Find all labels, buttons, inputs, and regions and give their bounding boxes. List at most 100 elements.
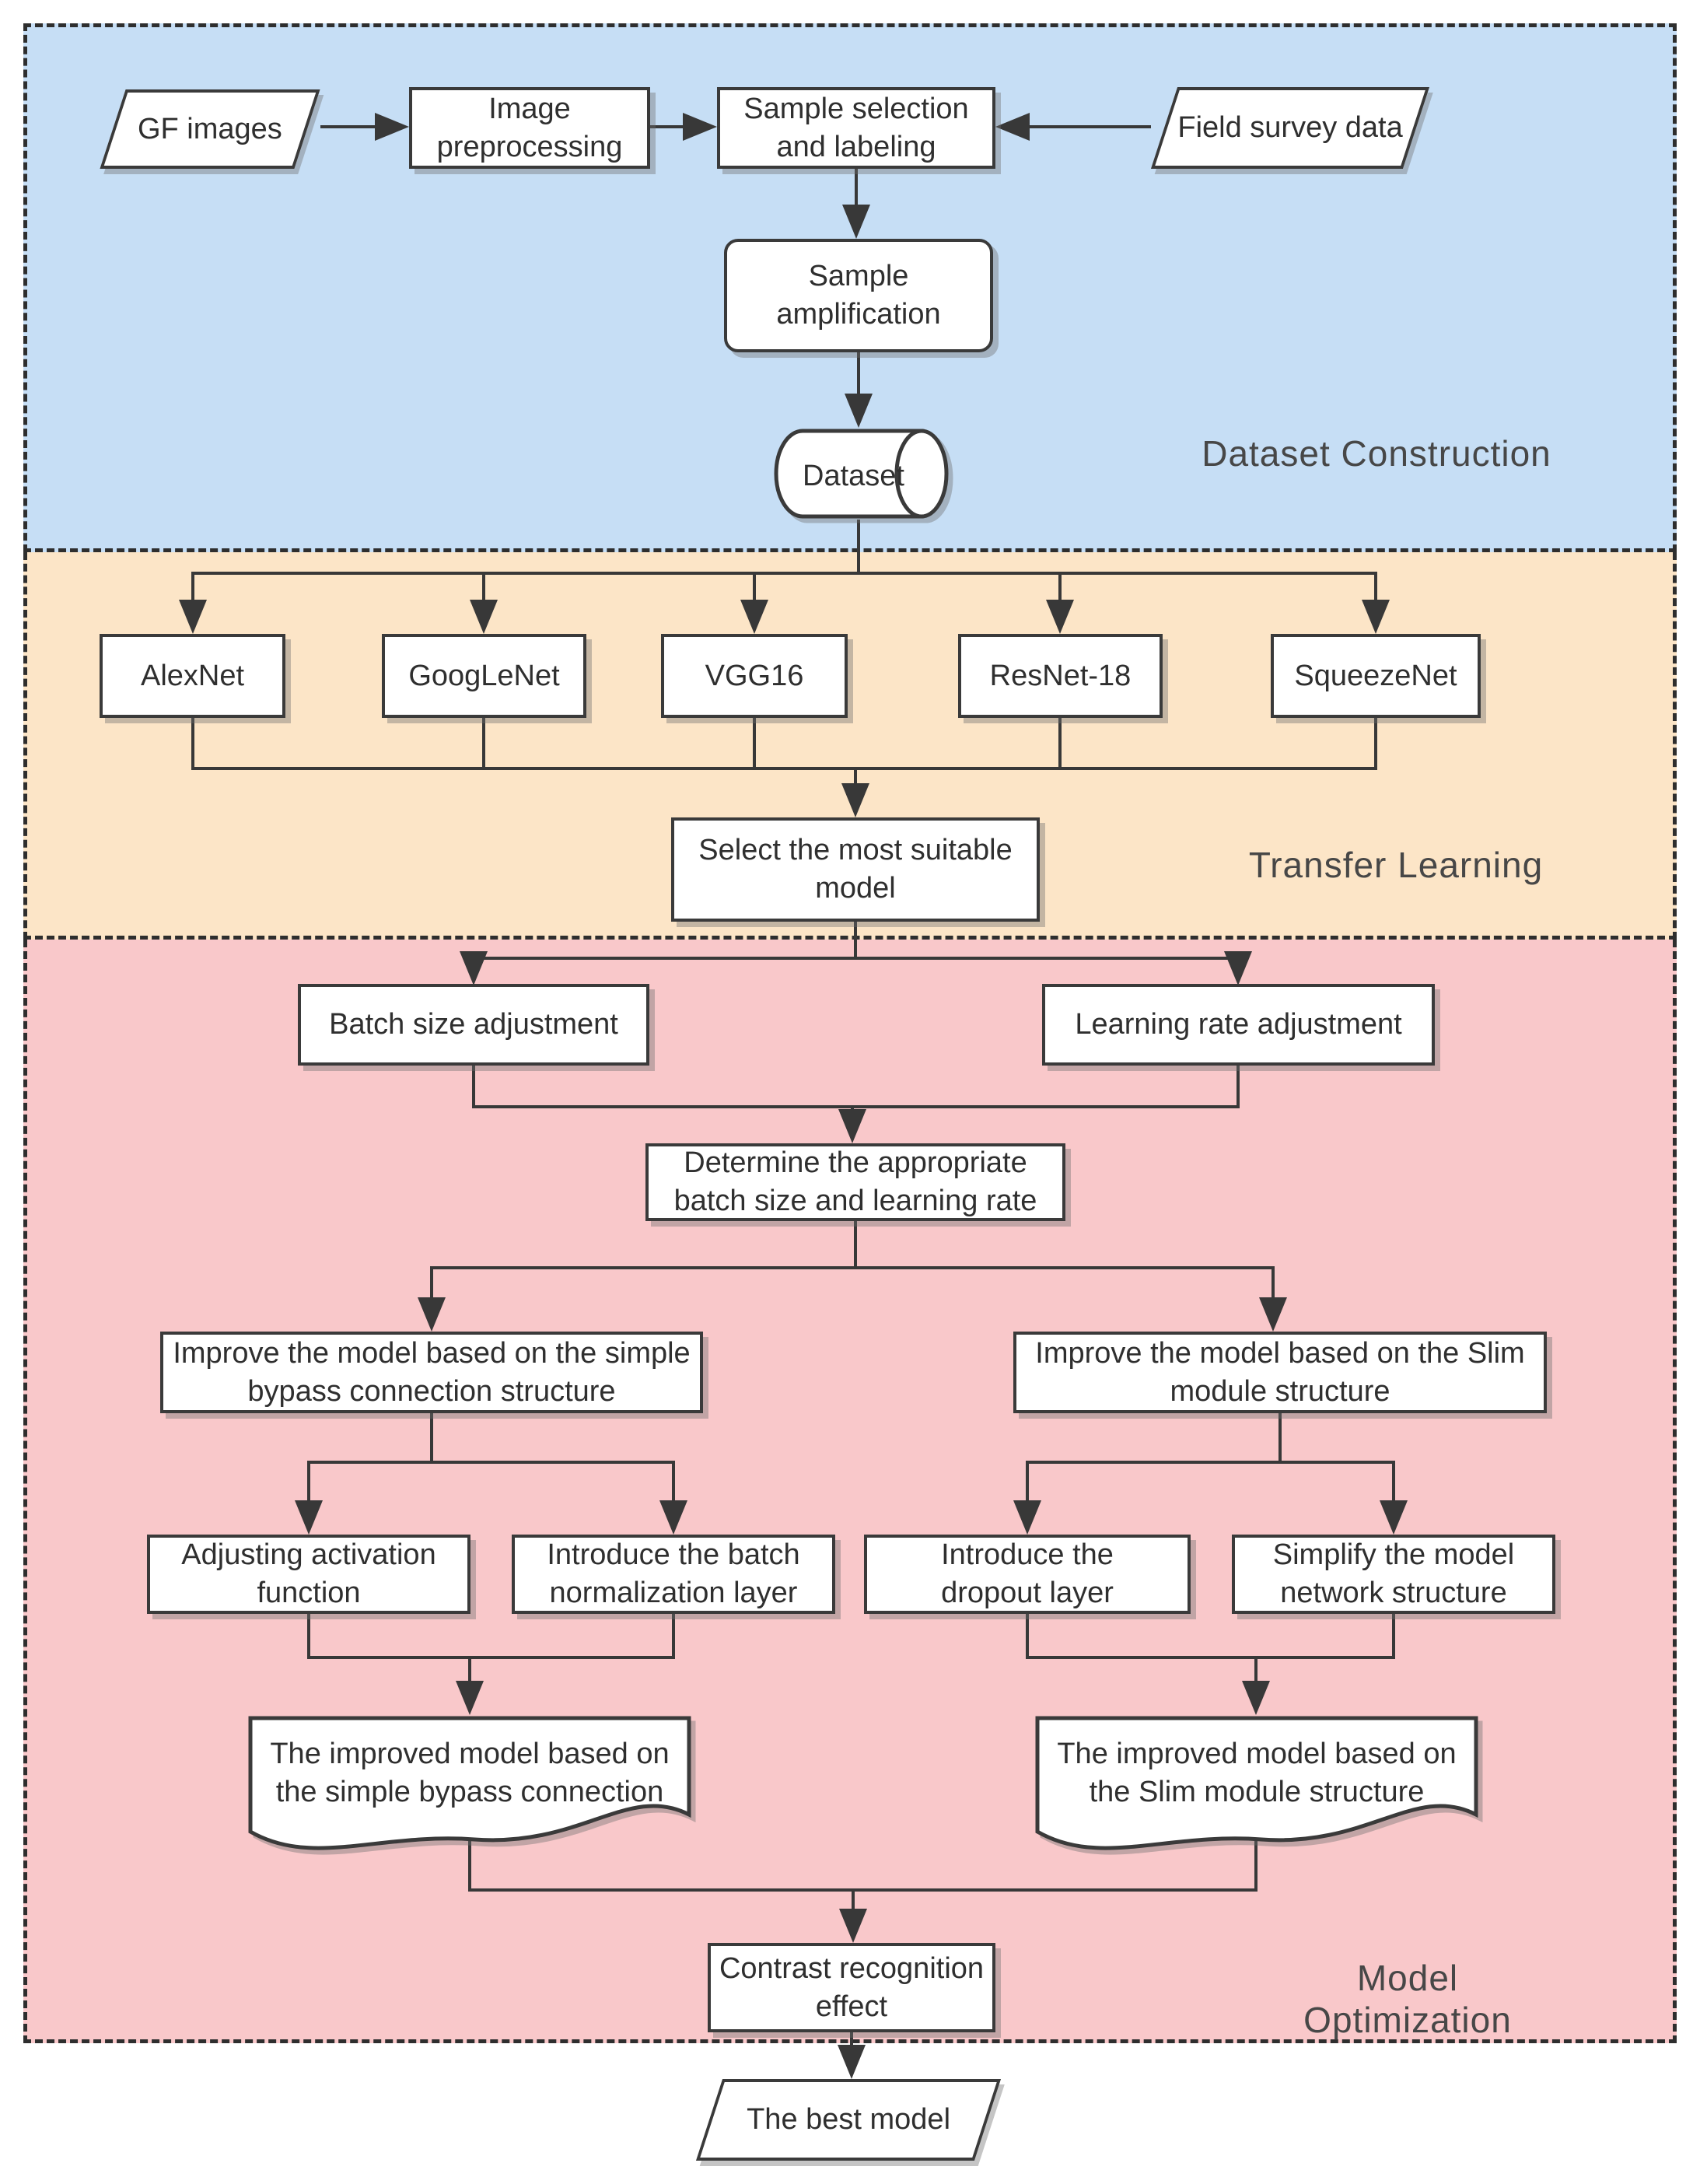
node-image-preprocessing: Image preprocessing — [409, 87, 650, 169]
arrowhead-icon — [841, 783, 869, 817]
node-select-model: Select the most suitable model — [671, 817, 1040, 922]
node-label: Improve the model based on the Slim modu… — [1035, 1336, 1525, 1408]
arrowhead-icon — [838, 2045, 866, 2079]
node-simplify-network: Simplify the model network structure — [1232, 1535, 1555, 1614]
node-label: Sample amplification — [776, 260, 941, 331]
node-label: Field survey data — [1177, 111, 1403, 145]
node-label: Contrast recognition effect — [719, 1951, 985, 2023]
arrowhead-icon — [839, 1909, 867, 1943]
section-label-dataset-construction: Dataset Construction — [1202, 433, 1551, 474]
connector — [191, 573, 194, 603]
document-shape — [248, 1716, 691, 1850]
node-label: Image preprocessing — [436, 92, 623, 163]
node-alexnet: AlexNet — [100, 634, 285, 718]
node-label: GF images — [138, 112, 282, 145]
node-dropout-layer: Introduce the dropout layer — [864, 1535, 1191, 1614]
connector — [191, 572, 1377, 575]
section-label-model-optimization: Model Optimization — [1303, 1958, 1512, 2040]
node-determine-batch-lr: Determine the appropriate batch size and… — [645, 1143, 1065, 1221]
node-label: The best model — [747, 2103, 950, 2137]
connector — [1374, 718, 1377, 770]
node-improved-slim-document: The improved model based on the Slim mod… — [1034, 1715, 1479, 1871]
node-batch-normalization: Introduce the batch normalization layer — [512, 1535, 835, 1614]
node-improved-bypass-document: The improved model based on the simple b… — [247, 1715, 692, 1871]
connector — [1058, 718, 1062, 770]
node-field-survey-data: Field survey data — [1150, 87, 1430, 169]
node-label: Adjusting activation function — [181, 1538, 436, 1609]
connector — [852, 1890, 855, 1912]
arrowhead-icon — [1259, 1297, 1287, 1332]
node-batch-size-adjustment: Batch size adjustment — [298, 984, 649, 1066]
connector — [482, 573, 485, 603]
connector — [1026, 1461, 1395, 1464]
connector — [191, 767, 1377, 770]
connector — [1026, 1614, 1029, 1659]
connector — [854, 922, 857, 960]
connector — [1392, 1614, 1395, 1659]
connector — [855, 169, 858, 208]
connector — [430, 1266, 433, 1300]
connector — [1058, 573, 1062, 603]
node-resnet-18: ResNet-18 — [958, 634, 1163, 718]
node-dataset-cylinder: Dataset — [771, 428, 951, 520]
connector — [753, 718, 756, 770]
node-contrast-recognition: Contrast recognition effect — [708, 1943, 995, 2032]
connector — [320, 125, 378, 128]
node-label: GoogLeNet — [408, 659, 560, 692]
node-label: VGG16 — [705, 659, 804, 692]
connector — [482, 718, 485, 770]
arrowhead-icon — [995, 113, 1030, 141]
node-label: The improved model based on the Slim mod… — [1057, 1738, 1457, 1808]
node-label: Batch size adjustment — [329, 1008, 618, 1041]
connector — [1254, 1657, 1258, 1684]
node-improve-slim: Improve the model based on the Slim modu… — [1013, 1332, 1547, 1413]
arrowhead-icon — [470, 600, 498, 634]
node-label: AlexNet — [140, 659, 245, 692]
node-vgg16: VGG16 — [661, 634, 848, 718]
connector — [307, 1462, 310, 1503]
node-label: SqueezeNet — [1294, 659, 1457, 692]
node-label: Introduce the dropout layer — [941, 1538, 1114, 1609]
connector — [307, 1461, 675, 1464]
connector — [472, 1066, 475, 1108]
node-improve-bypass: Improve the model based on the simple by… — [160, 1332, 703, 1413]
connector — [307, 1614, 310, 1659]
node-label: Determine the appropriate batch size and… — [673, 1146, 1037, 1217]
arrowhead-icon — [1224, 951, 1252, 985]
node-label: Dataset — [803, 460, 904, 492]
arrowhead-icon — [845, 394, 873, 428]
node-label: Improve the model based on the simple by… — [173, 1336, 691, 1408]
connector — [1028, 125, 1151, 128]
connector — [857, 520, 860, 575]
node-sample-selection: Sample selection and labeling — [717, 87, 995, 169]
section-label-transfer-learning: Transfer Learning — [1248, 845, 1544, 885]
connector — [191, 718, 194, 770]
connector — [430, 1413, 433, 1464]
connector — [753, 573, 756, 603]
connector — [1374, 573, 1377, 603]
node-gf-images: GF images — [100, 89, 320, 169]
arrowhead-icon — [740, 600, 768, 634]
arrowhead-icon — [179, 600, 207, 634]
node-label: Learning rate adjustment — [1075, 1008, 1402, 1041]
node-label: Introduce the batch normalization layer — [547, 1538, 800, 1609]
node-adjust-activation: Adjusting activation function — [147, 1535, 470, 1614]
node-label: ResNet-18 — [989, 659, 1132, 692]
arrowhead-icon — [842, 205, 870, 239]
connector — [1026, 1656, 1395, 1659]
connector — [1237, 1066, 1240, 1108]
arrowhead-icon — [1380, 1500, 1408, 1535]
connector — [857, 352, 860, 397]
arrowhead-icon — [456, 1681, 484, 1715]
node-learning-rate-adjustment: Learning rate adjustment — [1042, 984, 1435, 1066]
connector — [1278, 1413, 1282, 1464]
connector — [307, 1656, 675, 1659]
arrowhead-icon — [418, 1297, 446, 1332]
arrowhead-icon — [1242, 1681, 1270, 1715]
connector — [854, 1219, 857, 1269]
document-shape — [1035, 1716, 1478, 1850]
node-label: Select the most suitable model — [698, 834, 1013, 905]
node-label: Simplify the model network structure — [1272, 1538, 1515, 1609]
arrowhead-icon — [1046, 600, 1074, 634]
